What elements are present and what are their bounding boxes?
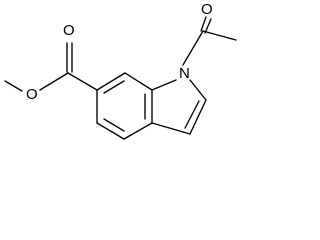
bond-ring-inner-1 [103, 80, 125, 94]
structure-canvas: O N O O [4, 1, 237, 140]
bond-c3a-n [151, 79, 177, 91]
bond-acetyl-carbonyl-2 [204, 18, 212, 34]
bond-ring-c1-c2 [96, 72, 126, 91]
bond-methyl-o [4, 80, 23, 92]
bond-n-acetyl-carbon [182, 30, 204, 66]
bond-ring-c5-c6 [96, 122, 125, 140]
atom-label-indole-nitrogen: N [179, 65, 190, 82]
bond-ring-c2-c3 [124, 72, 153, 91]
atom-label-ester-carbonyl-oxygen: O [63, 22, 75, 39]
bond-ring-c4-c5 [123, 122, 153, 140]
bond-acetyl-carbonyl-1 [200, 16, 207, 32]
atom-label-acetyl-oxygen: O [201, 1, 213, 18]
bond-carbonyl-carbon-ring [67, 72, 98, 91]
atom-label-ester-oxygen: O [26, 86, 38, 103]
bond-ring-inner-3 [103, 118, 125, 132]
bond-c3-c3a [151, 122, 191, 135]
bond-c2-c3 [189, 99, 207, 135]
bond-c2-c3-inner [184, 100, 200, 129]
molecule-diagram: O N O O [4, 1, 237, 140]
bond-acetyl-carbon-methyl [202, 30, 237, 41]
bond-o-carbonyl-carbon [39, 72, 69, 91]
bond-n-c2 [189, 79, 207, 101]
